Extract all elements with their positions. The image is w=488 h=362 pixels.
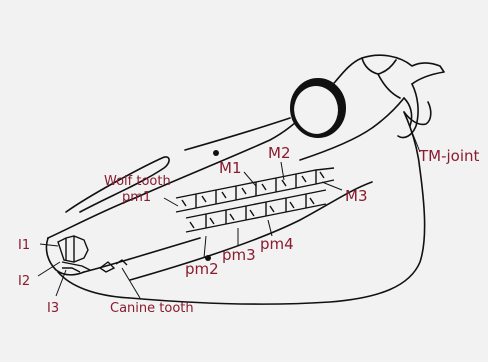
label-pm3: pm3 xyxy=(222,248,256,263)
snout-outline xyxy=(46,238,84,275)
leader-canine xyxy=(122,268,140,298)
label-pm1: pm1 xyxy=(122,191,151,204)
leader-i3 xyxy=(56,270,66,296)
incisors xyxy=(58,236,88,262)
label-canine-tooth: Canine tooth xyxy=(110,302,194,315)
label-i1: I1 xyxy=(18,239,30,252)
label-m1: M1 xyxy=(219,161,242,176)
leader-i1 xyxy=(40,244,58,246)
label-pm4: pm4 xyxy=(260,237,294,252)
label-pm2: pm2 xyxy=(185,262,219,277)
leader-pm1 xyxy=(164,198,178,206)
label-wolf-tooth: Wolf tooth xyxy=(104,175,171,188)
leader-m3 xyxy=(322,182,342,190)
leader-pm2 xyxy=(204,236,206,258)
label-m3: M3 xyxy=(345,189,368,204)
label-m2: M2 xyxy=(268,146,291,161)
label-i2: I2 xyxy=(18,275,30,288)
leader-i2 xyxy=(38,262,60,276)
occiput-outline xyxy=(398,84,418,138)
foramen-dot xyxy=(213,150,219,156)
label-tm-joint: TM-joint xyxy=(419,149,479,164)
label-i3: I3 xyxy=(47,302,59,315)
